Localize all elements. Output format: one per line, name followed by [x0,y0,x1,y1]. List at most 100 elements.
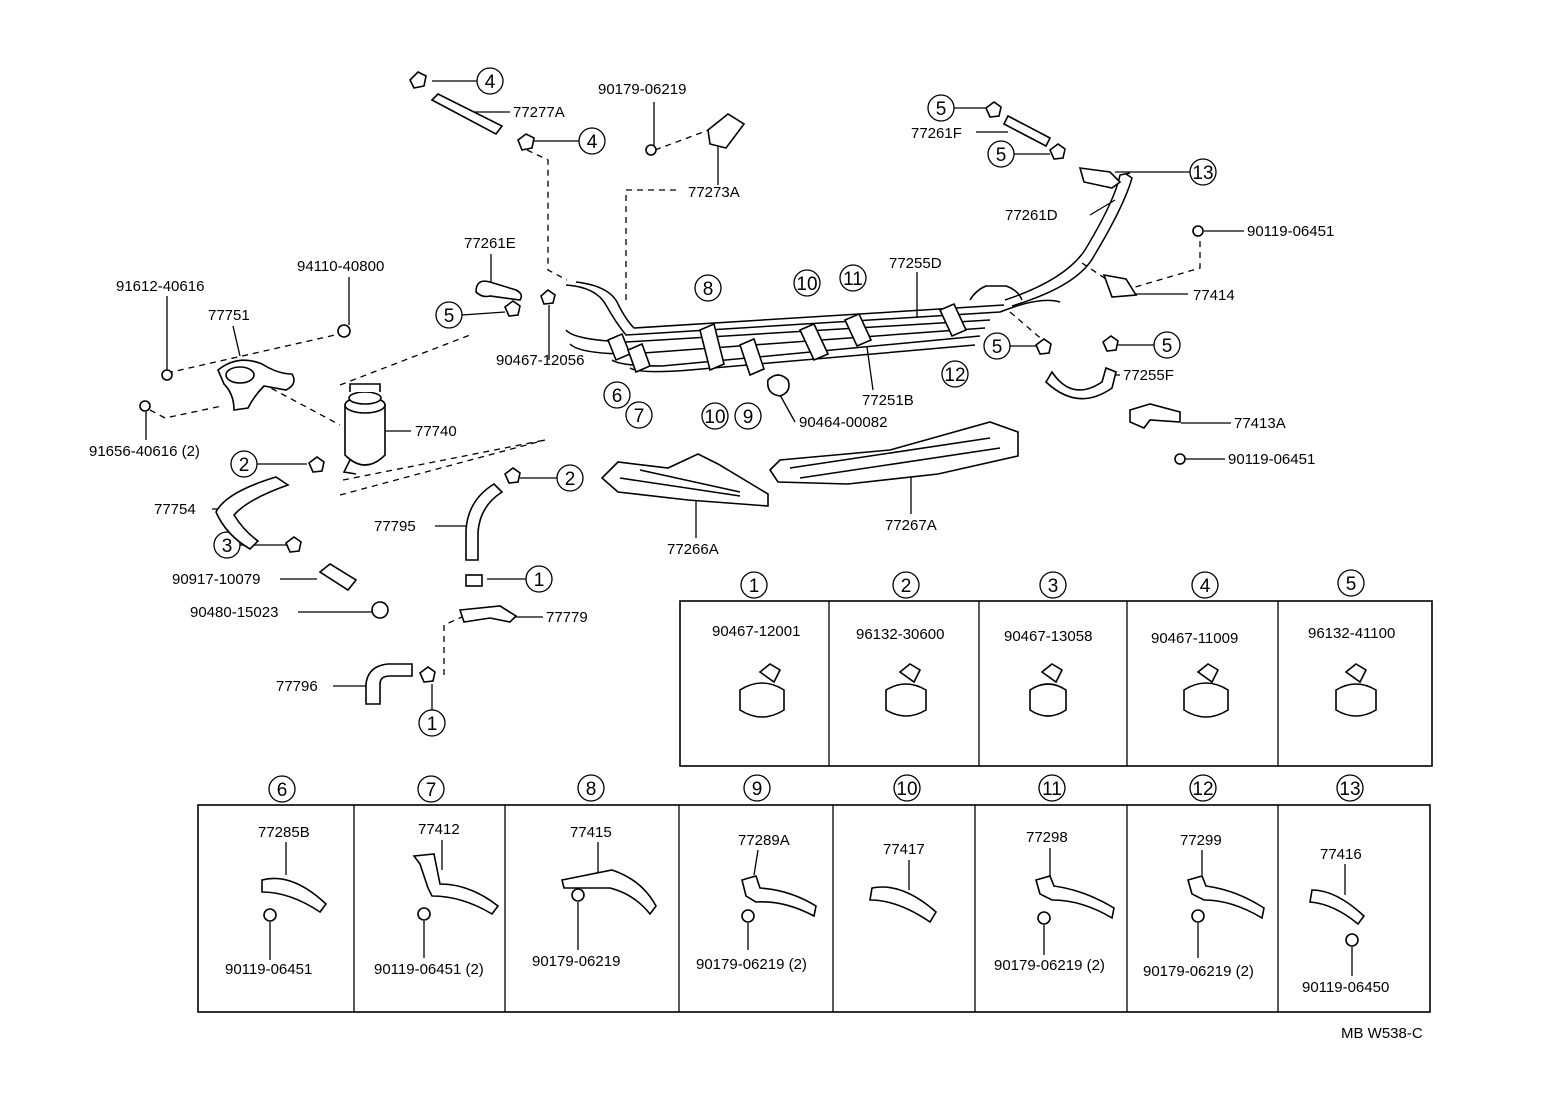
bracket-7 [626,342,652,374]
svg-text:90467-12001: 90467-12001 [712,623,800,640]
hose-77261F [1002,114,1052,148]
svg-text:90119-06451: 90119-06451 [225,961,312,978]
svg-text:77415: 77415 [570,824,612,841]
label-77255D: 77255D [889,255,942,272]
hose-77255F [1044,366,1117,400]
part-labels: 77277A 90179-06219 77273A 77261F 77261D … [89,81,1423,1042]
hose-clamp-icon [985,101,1002,118]
svg-text:2: 2 [901,576,912,597]
label-77261F: 77261F [911,125,962,142]
callout-5: 5 [444,306,455,327]
svg-text:77412: 77412 [418,821,460,838]
callout-1: 1 [427,714,438,735]
callout-9: 9 [743,407,754,428]
svg-text:90467-13058: 90467-13058 [1004,628,1092,645]
callout-7: 7 [634,406,645,427]
hose-clamp-icon [308,456,325,473]
label-77267A: 77267A [885,517,937,534]
hose-clamp-icon [504,300,521,317]
bracket-cell-9: 9 77289A 90179-06219 (2) [696,774,817,973]
small-clamps [139,71,1204,683]
svg-text:90119-06451 (2): 90119-06451 (2) [374,961,484,978]
label-77779: 77779 [546,609,588,626]
bracket-reference-table: 6 77285B 90119-06451 7 77412 90119-06451… [197,774,1431,1013]
callout-4: 4 [485,72,496,93]
label-77261D: 77261D [1005,207,1058,224]
label-91656-40616: 91656-40616 (2) [89,443,200,460]
bracket-cell-6: 6 77285B 90119-06451 [225,775,328,978]
label-77414: 77414 [1193,287,1235,304]
bracket-8 [699,322,725,372]
bracket-77413A [1129,403,1181,429]
protector-77267A [768,421,1019,485]
svg-text:3: 3 [1048,576,1059,597]
bracket-11 [843,312,873,348]
hose-77795 [465,482,504,561]
hose-77754 [215,476,290,551]
valve-90917-10079 [318,563,358,592]
callout-13: 13 [1192,163,1213,184]
bolt-icon [645,144,657,156]
bundle-brackets [458,113,1181,623]
label-77251B: 77251B [862,392,914,409]
label-90917-10079: 90917-10079 [172,571,260,588]
callout-10: 10 [796,274,817,295]
clamp-reference-table: 1 90467-12001 2 96132-30600 3 90467-1305… [679,569,1433,767]
label-77795: 77795 [374,518,416,535]
canister-bracket-77751 [217,359,295,411]
svg-text:77417: 77417 [883,841,925,858]
svg-text:10: 10 [896,779,917,800]
svg-text:96132-41100: 96132-41100 [1308,625,1395,642]
label-77754: 77754 [154,501,196,518]
bracket-10 [798,322,830,362]
grommet-icon [337,324,351,338]
hose-clamp-icon [1102,335,1119,352]
nut-icon [371,601,389,619]
bolt-icon [1174,453,1186,465]
callout-6: 6 [612,386,623,407]
hose-clamp-icon [504,467,521,484]
svg-text:90179-06219: 90179-06219 [532,953,620,970]
bracket-77779 [458,605,518,623]
tube-77261D [1004,172,1131,301]
svg-text:12: 12 [1192,779,1213,800]
callout-3: 3 [222,536,233,557]
svg-text:7: 7 [426,780,437,801]
label-90467-12056: 90467-12056 [496,352,584,369]
svg-text:4: 4 [1200,576,1211,597]
callout-12: 12 [944,365,965,386]
callout-2: 2 [565,469,576,490]
bracket-cell-7: 7 77412 90119-06451 (2) [374,775,500,978]
connector-13 [1078,167,1122,189]
bracket-cell-13: 13 77416 90119-06450 [1302,774,1389,996]
charcoal-canister-77740 [342,383,386,475]
label-90119-06451-b: 90119-06451 [1228,451,1315,468]
label-94110-40800: 94110-40800 [297,258,384,275]
clamp-cell-3: 3 90467-13058 [1004,571,1092,717]
label-77796: 77796 [276,678,318,695]
bracket-77273A [707,113,746,149]
svg-text:77299: 77299 [1180,832,1222,849]
hose-clamp-icon [465,574,483,587]
hose-clamp-icon [540,288,556,305]
hose-77796 [365,663,413,705]
svg-text:90467-11009: 90467-11009 [1151,630,1238,647]
label-90464-00082: 90464-00082 [799,414,887,431]
clamp-cell-4: 4 90467-11009 [1151,571,1238,718]
bracket-9 [739,337,765,377]
hose-clamp-icon [517,133,535,151]
hose-clamp-icon [1049,143,1066,160]
bracket-12 [938,302,968,338]
bolt-icon [1192,225,1204,237]
bracket-cell-10: 10 77417 [869,774,938,924]
callout-8: 8 [703,279,714,300]
svg-text:77289A: 77289A [738,832,790,849]
clamp-cell-1: 1 90467-12001 [712,571,800,718]
bracket-cell-8: 8 77415 90179-06219 [532,774,657,970]
diagram-code: MB W538-C [1341,1025,1423,1042]
callout-4: 4 [587,132,598,153]
hose-clamp-icon [409,71,427,89]
svg-text:11: 11 [1042,779,1062,800]
hoses [215,93,1117,705]
